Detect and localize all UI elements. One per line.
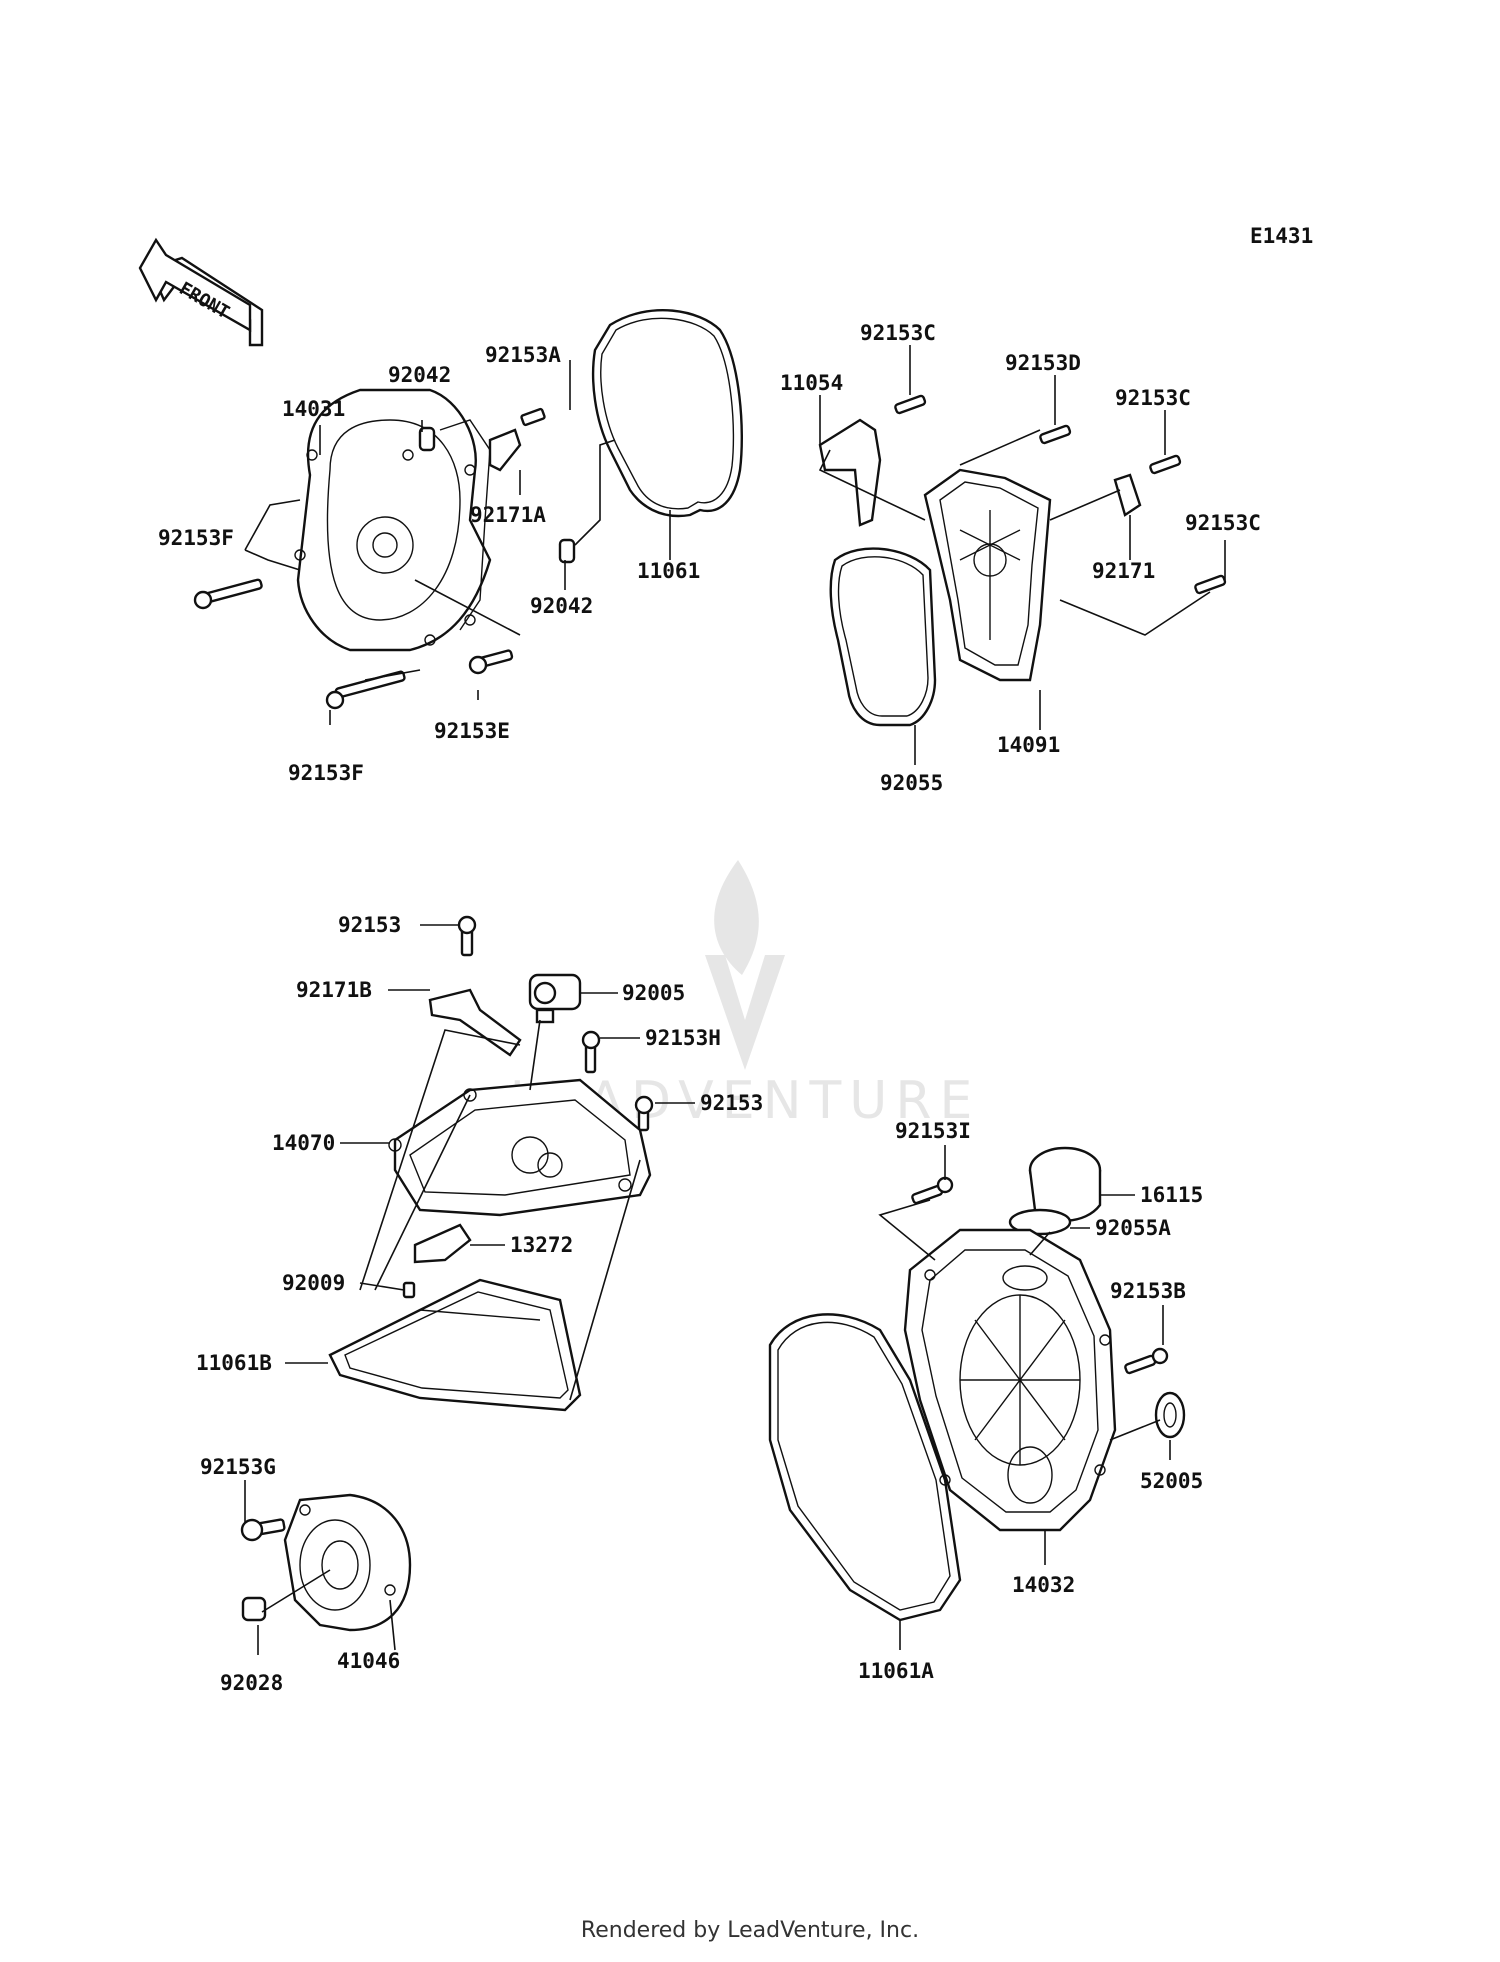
front-arrow-icon: FRONT bbox=[138, 237, 264, 347]
label-92055: 92055 bbox=[880, 771, 943, 795]
label-92153A: 92153A bbox=[485, 343, 561, 367]
generator-cover-14031 bbox=[294, 388, 492, 652]
label-92153I: 92153I bbox=[895, 1119, 971, 1143]
cover-14070 bbox=[388, 1078, 652, 1217]
label-41046: 41046 bbox=[337, 1649, 400, 1673]
label-92005: 92005 bbox=[622, 981, 685, 1005]
bolt-92153C-left bbox=[894, 394, 927, 415]
bolt-92153E bbox=[468, 649, 514, 675]
clamp-92171A bbox=[488, 428, 522, 472]
bolt-92153I bbox=[911, 1176, 954, 1205]
cover-41046 bbox=[283, 1493, 412, 1632]
label-14031: 14031 bbox=[282, 397, 345, 421]
gasket-92055 bbox=[829, 547, 937, 727]
dowel-92042-top bbox=[418, 426, 436, 452]
dowel-92028 bbox=[241, 1596, 267, 1622]
seal-52005 bbox=[1154, 1391, 1186, 1439]
render-credit: Rendered by LeadVenture, Inc. bbox=[580, 1918, 920, 1943]
o-ring-92055A bbox=[1008, 1208, 1072, 1236]
bolt-92153-top bbox=[457, 915, 477, 957]
label-11061B: 11061B bbox=[196, 1351, 272, 1375]
label-92153-mid: 92153 bbox=[700, 1091, 763, 1115]
label-92028: 92028 bbox=[220, 1671, 283, 1695]
label-92171A: 92171A bbox=[470, 503, 546, 527]
label-92153D: 92153D bbox=[1005, 351, 1081, 375]
part-labels: 14031 92042 92153A 92171A 92153F 92042 1… bbox=[158, 321, 1261, 1695]
bolt-92153H bbox=[581, 1030, 601, 1074]
bolt-92153D bbox=[1039, 424, 1072, 445]
label-92153F-lower: 92153F bbox=[288, 761, 364, 785]
screw-92009 bbox=[402, 1281, 416, 1299]
label-11054: 11054 bbox=[780, 371, 843, 395]
leader-lines-middle-left bbox=[285, 924, 695, 1401]
cover-14032 bbox=[903, 1228, 1117, 1532]
cover-14091 bbox=[923, 468, 1052, 682]
plate-13272 bbox=[413, 1223, 472, 1264]
label-52005: 52005 bbox=[1140, 1469, 1203, 1493]
clamp-92171 bbox=[1113, 473, 1142, 517]
label-92153C-lower: 92153C bbox=[1185, 511, 1261, 535]
label-14032: 14032 bbox=[1012, 1573, 1075, 1597]
label-92042-bottom: 92042 bbox=[530, 594, 593, 618]
label-92153G: 92153G bbox=[200, 1455, 276, 1479]
gasket-11061B bbox=[328, 1278, 582, 1412]
label-16115: 16115 bbox=[1140, 1183, 1203, 1207]
label-92153H: 92153H bbox=[645, 1026, 721, 1050]
fitting-92005 bbox=[528, 973, 582, 1024]
bolt-92153C-lower bbox=[1194, 574, 1227, 595]
label-92153-top: 92153 bbox=[338, 913, 401, 937]
label-14091: 14091 bbox=[997, 733, 1060, 757]
label-11061A: 11061A bbox=[858, 1659, 934, 1683]
label-92055A: 92055A bbox=[1095, 1216, 1171, 1240]
bolt-92153F-lower bbox=[325, 670, 406, 710]
bolt-92153-mid bbox=[634, 1095, 654, 1132]
label-92153F-upper: 92153F bbox=[158, 526, 234, 550]
leader-lines-bottom-left bbox=[244, 1480, 396, 1655]
leader-lines-top-right bbox=[818, 345, 1226, 765]
label-92153B: 92153B bbox=[1110, 1279, 1186, 1303]
gasket-11061 bbox=[591, 308, 744, 518]
label-92009: 92009 bbox=[282, 1271, 345, 1295]
bolt-92153B bbox=[1124, 1347, 1169, 1375]
bracket-11054 bbox=[818, 418, 882, 527]
bolt-92153G bbox=[240, 1518, 286, 1542]
bolt-92153C-right bbox=[1149, 454, 1182, 475]
gasket-11061A bbox=[768, 1313, 962, 1622]
label-92171: 92171 bbox=[1092, 559, 1155, 583]
diagram-code: E1431 bbox=[1250, 224, 1313, 248]
dowel-92042-bottom bbox=[558, 538, 576, 564]
label-11061: 11061 bbox=[637, 559, 700, 583]
label-92171B: 92171B bbox=[296, 978, 372, 1002]
label-13272: 13272 bbox=[510, 1233, 573, 1257]
label-92153E: 92153E bbox=[434, 719, 510, 743]
bolt-92153A bbox=[520, 407, 546, 427]
label-92153C-right: 92153C bbox=[1115, 386, 1191, 410]
leader-lines-top-left bbox=[244, 360, 671, 725]
label-14070: 14070 bbox=[272, 1131, 335, 1155]
label-92042-top: 92042 bbox=[388, 363, 451, 387]
leader-lines-bottom-right bbox=[878, 1145, 1171, 1650]
clamp-92171B bbox=[428, 988, 522, 1057]
label-92153C-left: 92153C bbox=[860, 321, 936, 345]
bolt-92153F-upper bbox=[193, 578, 263, 610]
